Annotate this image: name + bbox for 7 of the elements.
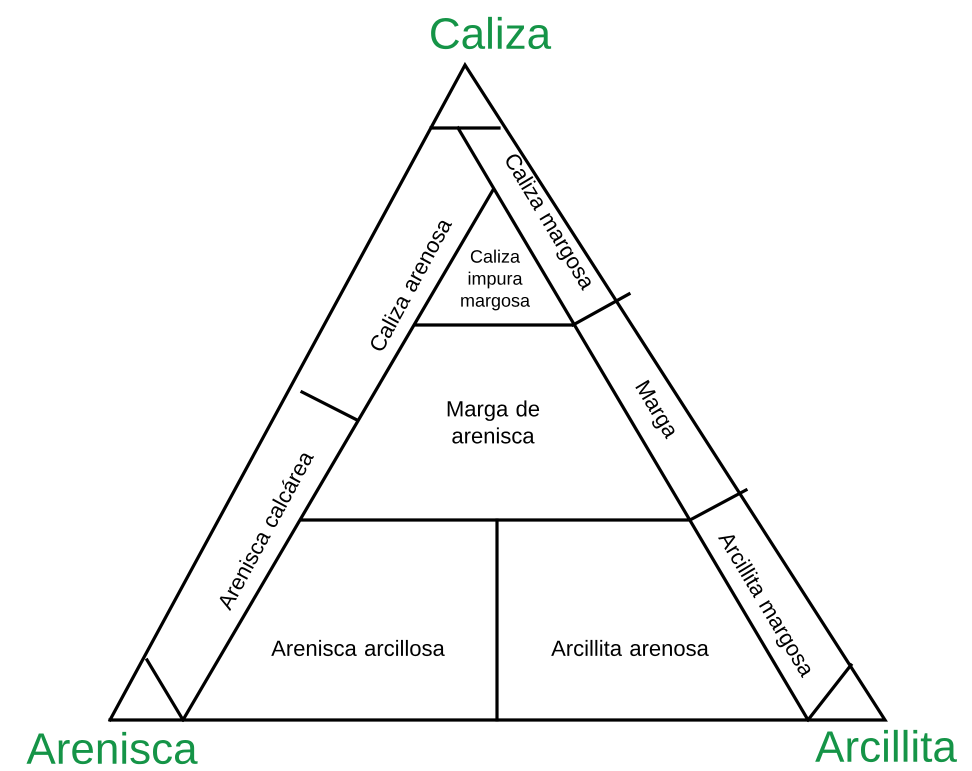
field-label: Caliza impura margosa bbox=[461, 250, 530, 310]
corner-label: Arcillita bbox=[815, 730, 957, 762]
corner-label: Caliza bbox=[431, 16, 552, 50]
corner-label: Arenisca bbox=[26, 732, 198, 764]
field-label: Marga de arenisca bbox=[448, 400, 540, 444]
field-label: Arenisca arcillosa bbox=[271, 640, 445, 656]
field-label: Arcillita arenosa bbox=[551, 640, 709, 656]
